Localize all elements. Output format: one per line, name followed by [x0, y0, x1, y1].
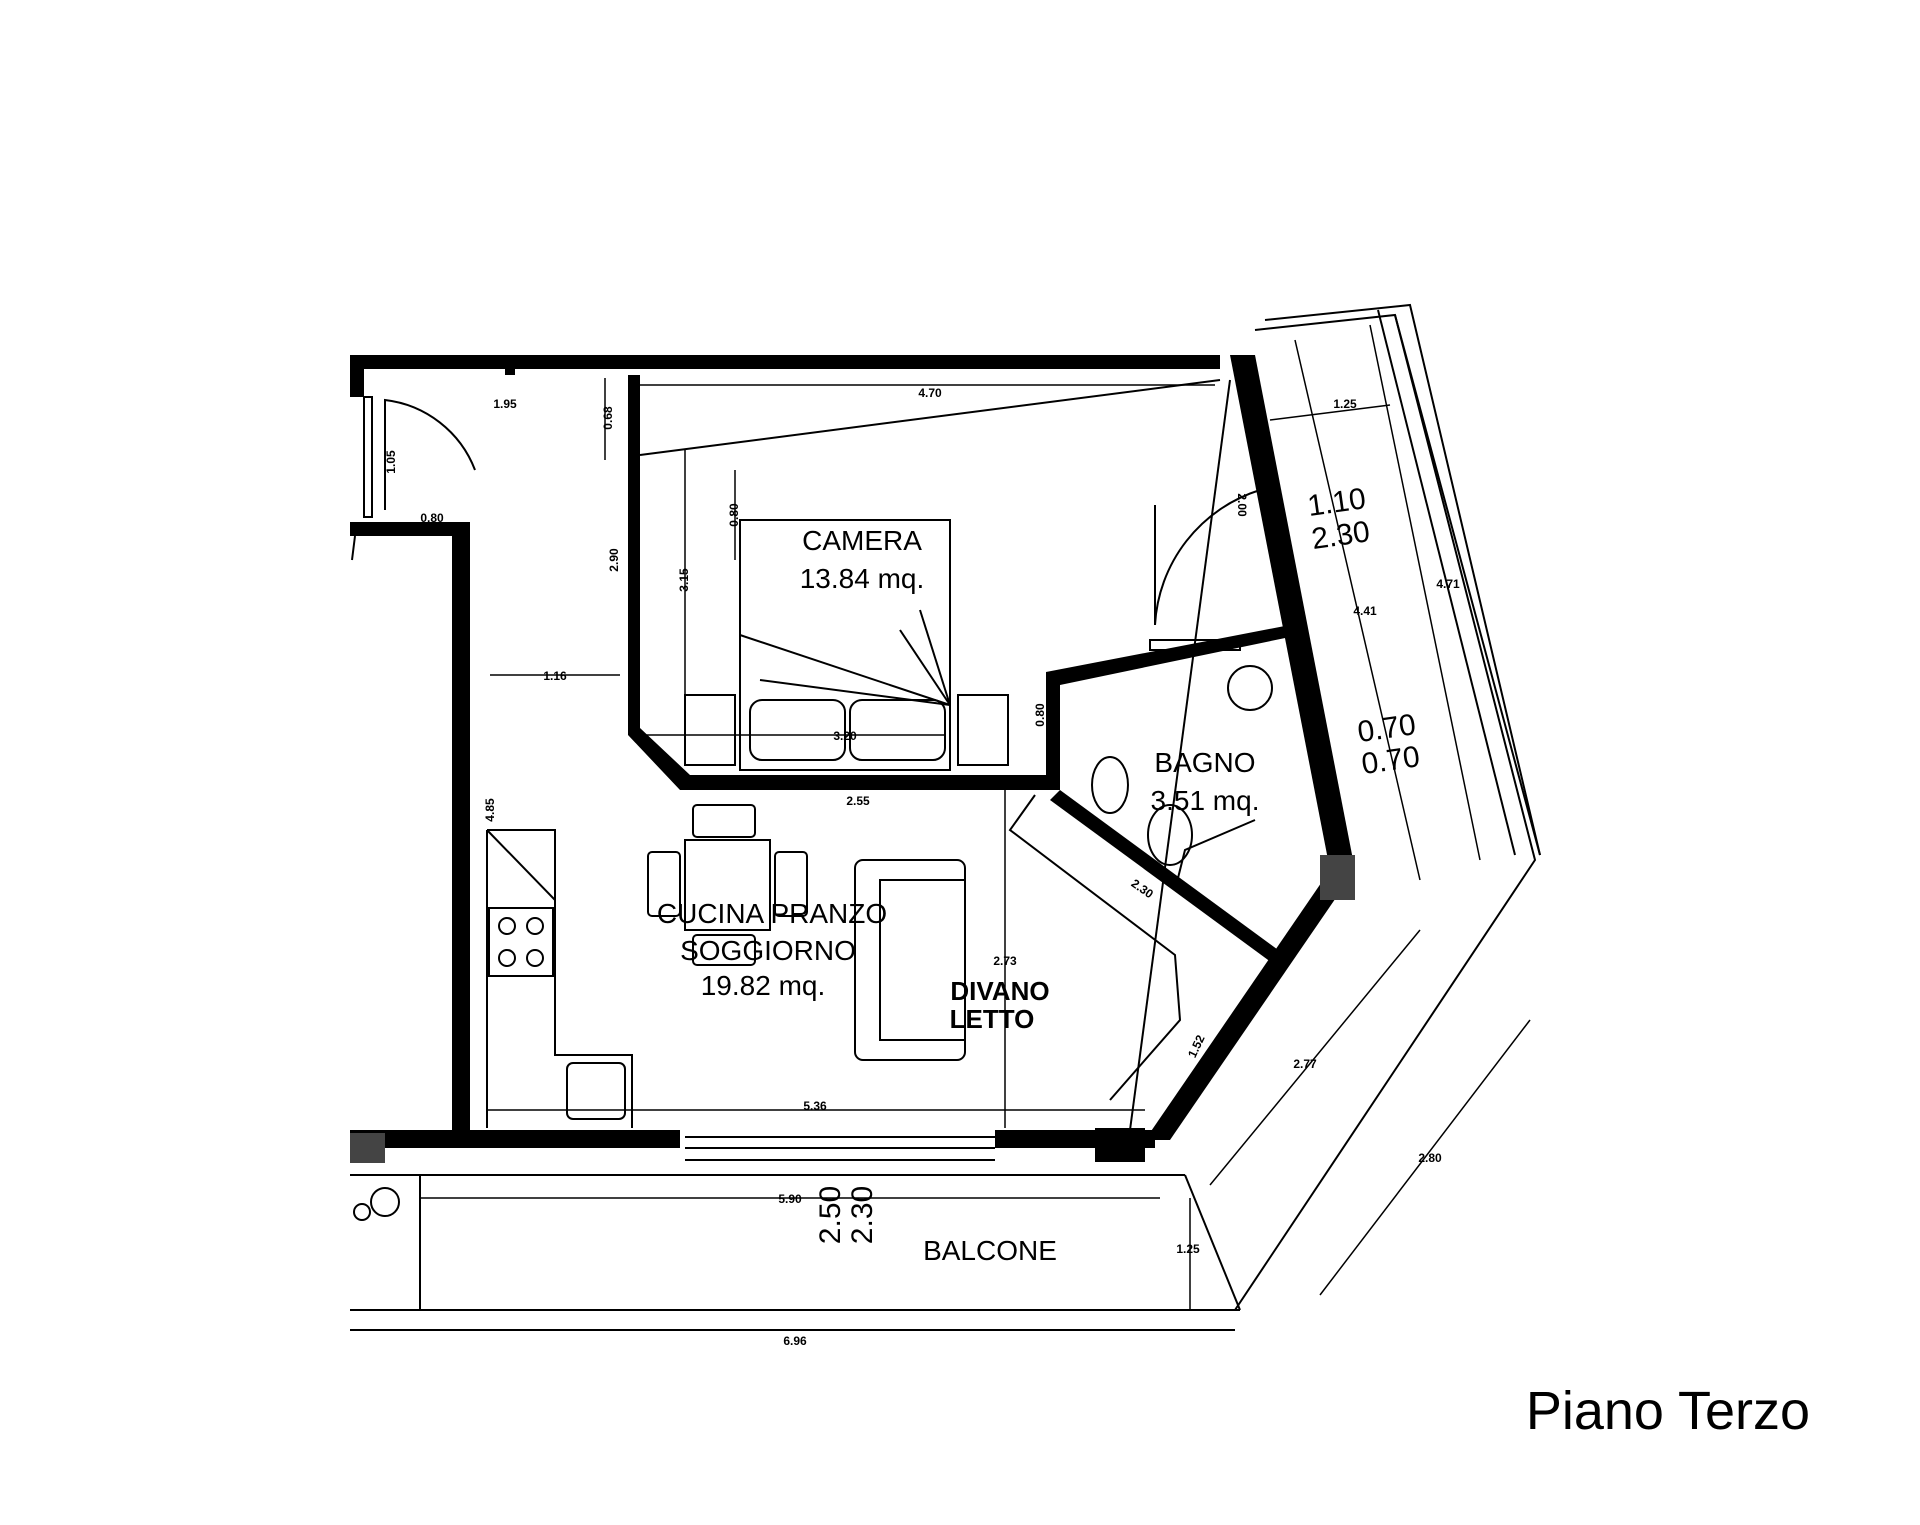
dim-label: 0.80 [420, 511, 444, 525]
camera-name: CAMERA [802, 525, 922, 556]
dim-label: 0.80 [727, 503, 741, 527]
soggiorno-name-1: CUCINA PRANZO [657, 898, 887, 929]
dim-label: 1.95 [493, 397, 517, 411]
dimension-lines [420, 324, 1531, 1310]
dim-label: 3.20 [833, 729, 857, 743]
room-labels: CAMERA 13.84 mq. BAGNO 3.51 mq. CUCINA P… [657, 525, 1260, 1266]
window-dim: 2.50 [814, 1186, 847, 1244]
bagno-area: 3.51 mq. [1151, 785, 1260, 816]
dim-label: 0.68 [601, 406, 615, 430]
dim-label: 2.80 [1418, 1151, 1442, 1165]
dim-label: 0.80 [1033, 703, 1047, 727]
dim-label: 4.71 [1436, 577, 1460, 591]
bagno-name: BAGNO [1154, 747, 1255, 778]
dim-label: 1.25 [1333, 397, 1357, 411]
dim-label: 2.30 [1129, 876, 1156, 901]
dim-label: 2.55 [846, 794, 870, 808]
dim-label: 3.15 [677, 568, 691, 592]
camera-area: 13.84 mq. [800, 563, 925, 594]
dimension-labels: 4.70 1.95 1.05 0.80 0.68 0.80 2.90 3.15 … [384, 386, 1460, 1348]
soggiorno-area: 19.82 mq. [701, 970, 826, 1001]
dim-label: 2.00 [1235, 493, 1249, 517]
dim-label: 4.70 [918, 386, 942, 400]
soggiorno-name-2: SOGGIORNO [680, 935, 856, 966]
dim-label: 4.41 [1353, 604, 1377, 618]
dim-label: 5.90 [778, 1192, 802, 1206]
dim-label: 2.90 [607, 548, 621, 572]
dim-label: 1.16 [543, 669, 567, 683]
balcone-name: BALCONE [923, 1235, 1057, 1266]
dim-label: 1.05 [384, 450, 398, 474]
window-dim: 2.30 [846, 1186, 879, 1244]
dim-label: 2.77 [1293, 1057, 1317, 1071]
floor-title: Piano Terzo [1525, 1381, 1810, 1441]
dim-label: 6.96 [783, 1334, 807, 1348]
dim-label: 4.85 [483, 798, 497, 822]
window-dim: 0.70 [1359, 740, 1421, 781]
window-dim: 1.10 [1305, 482, 1367, 523]
dim-label: 5.36 [803, 1099, 827, 1113]
divano-label-2: LETTO [950, 1004, 1035, 1034]
walls [350, 355, 1355, 1163]
dim-label: 1.25 [1176, 1242, 1200, 1256]
dim-label: 2.73 [993, 954, 1017, 968]
divano-label-1: DIVANO [950, 976, 1049, 1006]
window-dim: 0.70 [1355, 708, 1417, 749]
window-dim: 2.30 [1309, 515, 1371, 556]
thin-lines [350, 303, 1541, 1331]
